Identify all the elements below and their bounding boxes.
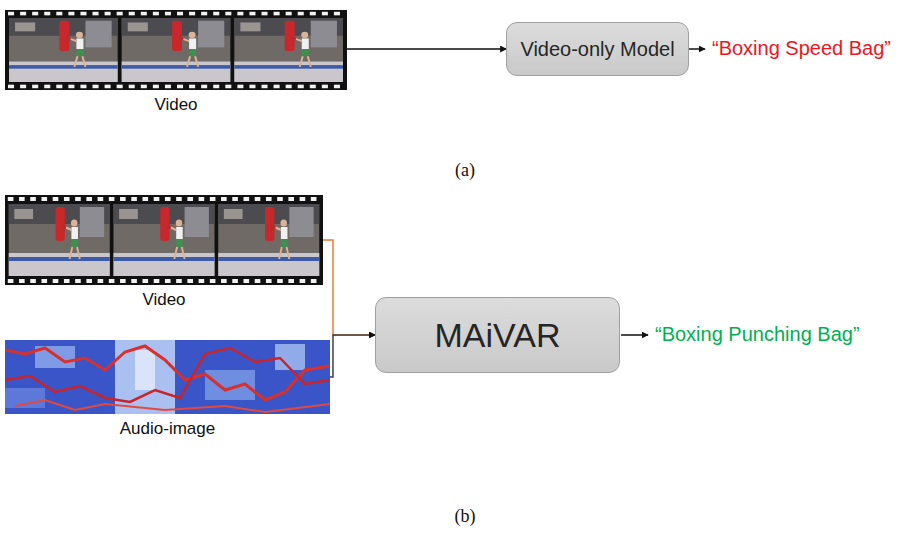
video-strip — [5, 10, 347, 90]
input-caption: Video — [142, 290, 185, 310]
audio-image: Audio-image — [5, 340, 330, 414]
video-strip: Video — [5, 195, 323, 285]
box-label: MAiVAR — [435, 316, 561, 355]
box-label: Video-only Model — [520, 38, 674, 61]
model-box: MAiVAR — [375, 297, 620, 373]
flow-arrow — [347, 48, 506, 50]
prediction-right: “Boxing Punching Bag” — [655, 323, 860, 346]
flow-arrow — [330, 335, 375, 377]
prediction-wrong: “Boxing Speed Bag” — [712, 37, 891, 60]
input-caption: Audio-image — [120, 419, 215, 439]
output-arrow — [621, 334, 648, 336]
video-strip: Video — [5, 10, 347, 90]
flow-arrow — [323, 240, 375, 335]
audio-heatmap — [5, 340, 330, 414]
panel-label: (a) — [455, 160, 475, 181]
process-box: Video-only Model — [506, 22, 688, 76]
input-caption: Video — [154, 95, 197, 115]
video-strip — [5, 195, 323, 285]
panel-label: (b) — [455, 506, 476, 527]
